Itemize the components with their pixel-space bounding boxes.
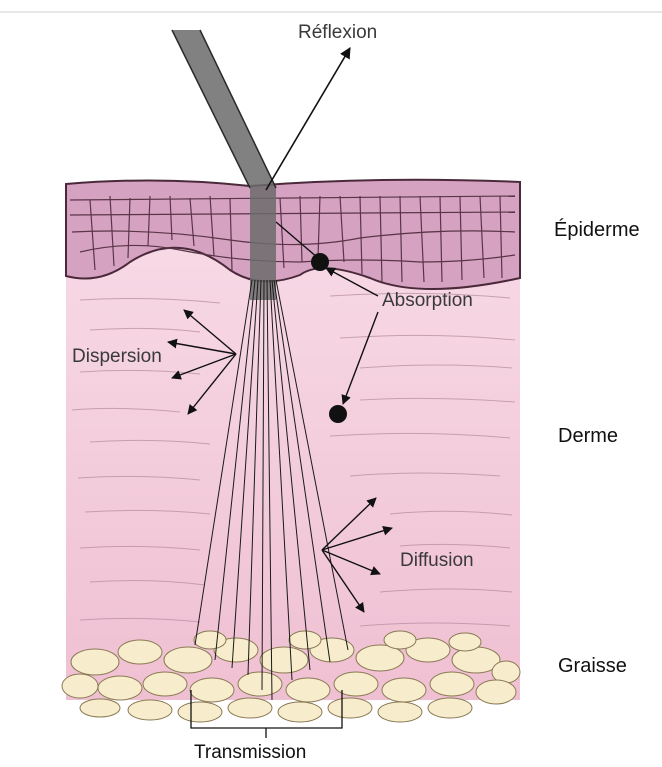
label-transmission: Transmission (194, 742, 306, 763)
reflexion-arrow (266, 48, 350, 190)
label-absorption: Absorption (382, 290, 473, 311)
label-reflexion: Réflexion (298, 22, 377, 43)
label-derme: Derme (558, 425, 618, 447)
label-dispersion: Dispersion (72, 346, 162, 367)
label-epiderme: Épiderme (554, 218, 640, 241)
label-diffusion: Diffusion (400, 550, 474, 571)
label-graisse: Graisse (558, 655, 627, 677)
absorption-particle-2 (329, 405, 347, 423)
